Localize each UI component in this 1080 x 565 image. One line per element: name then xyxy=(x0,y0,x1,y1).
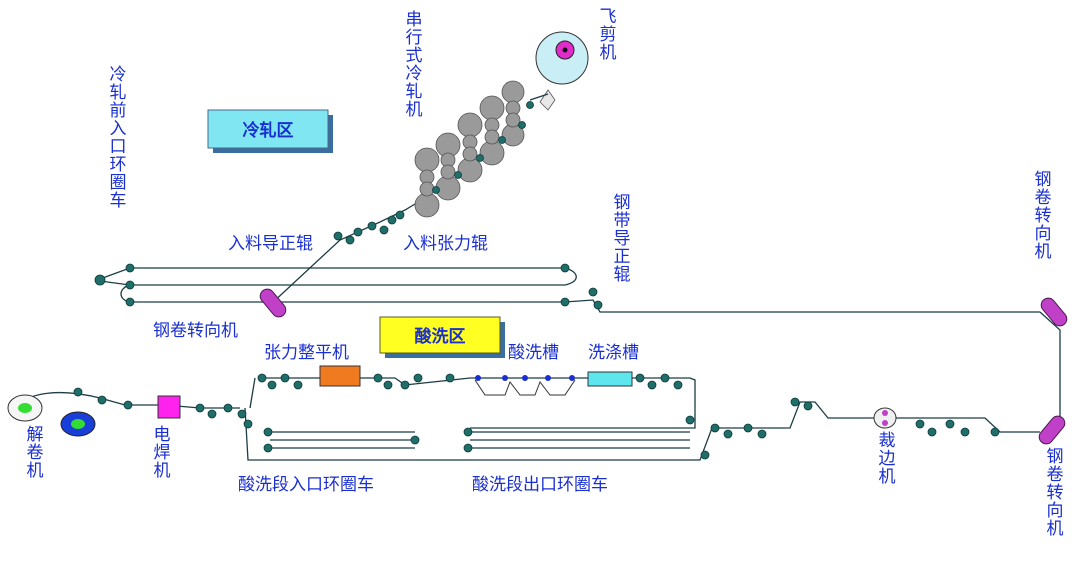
flying-shear-label: 飞剪机 xyxy=(600,7,617,63)
pickling-exit-looper-label: 酸洗段出口环圈车 xyxy=(472,475,608,495)
tandem-mill xyxy=(414,80,534,218)
rinse-tank xyxy=(587,371,633,387)
tension-leveler-label: 张力整平机 xyxy=(264,343,349,363)
entry-tension-roll-label: 入料张力辊 xyxy=(403,234,488,254)
pickling-entry-looper-label: 酸洗段入口环圈车 xyxy=(238,475,374,495)
pickling-zone-title: 酸洗区 xyxy=(415,326,466,347)
uncoiler xyxy=(7,394,43,422)
coil-turning-bottom-right-label: 钢卷转向机 xyxy=(1047,447,1064,539)
pickling-tank-label: 酸洗槽 xyxy=(508,343,559,363)
uncoiler-label: 解卷机 xyxy=(27,425,44,481)
pickling-tank xyxy=(474,375,576,396)
welder-label: 电焊机 xyxy=(154,425,171,481)
coil-turning-roller-top-right xyxy=(1040,297,1068,327)
tandem-mill-label: 串行式冷轧机 xyxy=(406,10,423,120)
entry-guide-roll-label: 入料导正辊 xyxy=(228,234,313,254)
side-trimmer-label: 裁边机 xyxy=(879,431,896,487)
tension-leveler xyxy=(319,365,361,387)
side-trimmer xyxy=(873,407,897,429)
pickling-zone-box: 酸洗区 xyxy=(379,316,505,358)
coil-turning-roller-left xyxy=(259,288,287,318)
coil xyxy=(60,411,96,437)
cold-entry-looper-label: 冷轧前入口环圈车 xyxy=(110,65,127,211)
coil-turning-roller-bottom-right xyxy=(1038,415,1066,445)
strip-guide-roll-label: 钢带导正辊 xyxy=(614,193,631,285)
welder xyxy=(157,395,181,419)
coil-turning-top-right-label: 钢卷转向机 xyxy=(1035,170,1052,262)
flying-shear xyxy=(529,31,589,111)
cold-zone-box: 冷轧区 xyxy=(207,109,333,153)
rinse-tank-label: 洗涤槽 xyxy=(588,343,639,363)
guide-rolls xyxy=(73,210,1000,460)
cold-zone-title: 冷轧区 xyxy=(243,120,294,141)
coil-turning-left-label: 钢卷转向机 xyxy=(153,321,238,341)
